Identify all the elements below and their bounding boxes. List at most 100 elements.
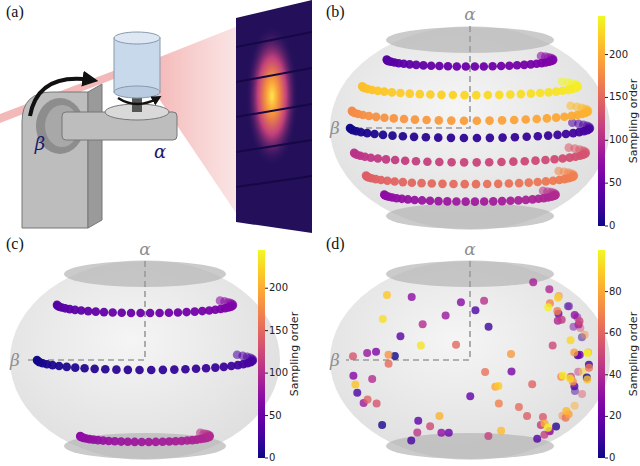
sampling-point [62,363,71,372]
detector-pattern [236,26,312,187]
sampling-point [147,366,156,375]
sampling-point [181,365,190,374]
sampling-point [472,158,481,167]
sampling-point [159,366,168,375]
sampling-point [565,302,573,310]
sampling-point [410,133,419,142]
colorbar-tick [605,140,608,141]
sampling-point [405,89,414,98]
sampling-point [544,88,553,97]
sampling-point [550,155,559,164]
rotation-axis [346,26,470,128]
sampling-point [534,132,543,141]
sampling-point [511,133,520,142]
colorbar-tick-label: 0 [269,453,275,463]
sampling-point [437,91,446,100]
sampling-point [418,196,427,205]
sampling-point [399,132,408,141]
sampling-point [216,296,225,305]
sampling-point [426,197,435,206]
detector-screen [236,0,312,233]
sampling-point [155,309,164,318]
sampling-point [368,375,376,383]
sampling-point [559,372,567,380]
sampling-point [573,83,582,92]
sampling-point [396,332,404,340]
sampling-point [484,91,493,100]
sampling-point [532,115,541,124]
rotation-axis [26,261,145,360]
setup-illustration [0,0,312,233]
sampling-point [401,156,410,165]
sampling-point [461,62,470,71]
sampling-point [489,197,498,206]
sampling-point [423,157,432,166]
sampling-point [419,320,427,328]
colorbar-tick-label: 40 [609,370,622,380]
sampling-point [411,115,420,124]
sampling-point [517,90,526,99]
sampling-point [510,116,519,125]
sampling-point [447,116,456,125]
sampling-point [399,178,408,187]
sampling-point [391,156,400,165]
sampling-point [84,307,93,316]
sampling-point [520,157,529,166]
sampling-point [553,131,562,140]
sampling-point [564,143,573,152]
sampling-point [507,350,515,358]
sampling-point [522,133,531,142]
sampling-point [524,178,533,187]
sampling-point [414,417,422,425]
sampling-point [473,134,482,143]
sampling-point [363,349,371,357]
sampling-point [485,158,494,167]
sampling-point [384,351,392,359]
colorbar-tick-label: 200 [269,283,288,293]
panel-label: (b) [326,4,345,20]
sampling-point [370,130,379,139]
sampling-point [413,429,421,437]
colorbar-tick-label: 150 [609,92,628,102]
sampling-point [514,196,523,205]
sampling-point [460,158,469,167]
sampling-point [533,178,542,187]
sampling-point [383,291,391,299]
sampling-point [507,367,515,375]
sampling-point [495,399,503,407]
sampling-point [422,133,431,142]
sampling-point [435,158,444,167]
colorbar-tick-label: 0 [609,221,615,231]
sampling-point [506,196,515,205]
sampling-point [202,364,211,373]
sampling-point [554,294,562,302]
colorbar-title: Sampling order [289,312,300,396]
sampling-point [165,308,174,317]
sampling-point [581,331,589,339]
sampling-point [443,197,452,206]
sampling-point [584,349,592,357]
detector-gap [236,104,312,117]
sampling-point [540,431,548,439]
sampling-point [135,366,144,375]
sampling-point [549,56,558,65]
sample-cylinder-bottom [114,86,160,98]
sampling-point [552,113,561,122]
sampling-point [527,89,536,98]
sampling-point [480,297,488,305]
sample-cylinder-top [114,32,160,44]
sphere-bottom-cap [64,433,226,459]
sampling-point [466,392,474,400]
colorbar-tick [605,291,608,292]
sampling-point [427,179,436,188]
colorbar-title: Sampling order [627,79,638,163]
sampling-point [417,179,426,188]
orientation-sphere [330,26,610,230]
sampling-point [471,197,480,206]
sampling-point [190,307,199,316]
sampling-point [101,365,110,374]
sampling-point [379,315,387,323]
colorbar-tick [265,330,268,331]
sampling-point [233,350,242,359]
